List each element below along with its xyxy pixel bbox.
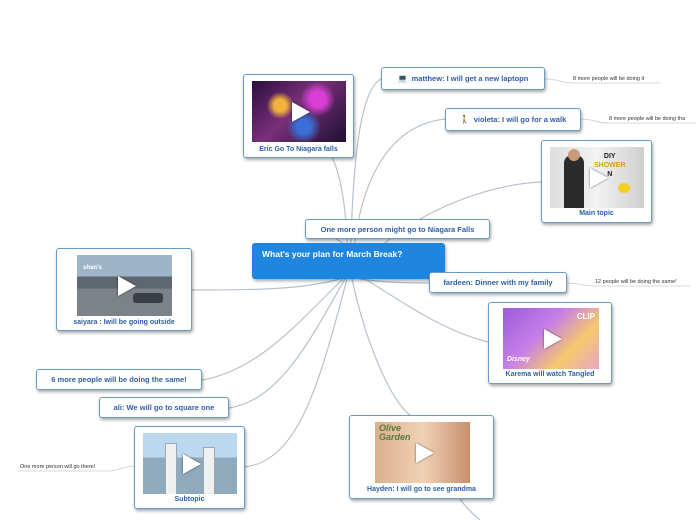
topic-matthew-label: matthew: I will get a new laptopn xyxy=(411,74,529,83)
play-icon xyxy=(292,101,310,122)
central-topic-label: What's your plan for March Break? xyxy=(262,249,403,259)
topic-ali-label: ali: We will go to square one xyxy=(113,403,215,412)
play-icon xyxy=(117,275,136,296)
note-matthew[interactable]: 8 more people will be doing it xyxy=(573,76,645,82)
store-sign-text: shan's xyxy=(83,265,102,271)
topic-subtopic-card[interactable]: Subtopic xyxy=(134,426,245,509)
topic-six-more-label: 6 more people will be doing the same! xyxy=(51,375,187,384)
topic-karema-card[interactable]: CLIP Disney Karema will watch Tangled xyxy=(488,302,612,384)
topic-fardeen[interactable]: fardeen: Dinner with my family xyxy=(429,272,567,293)
topic-main-card[interactable]: DIY SHOWER N Main topic xyxy=(541,140,652,223)
topic-violeta-label: violeta: I will go for a walk xyxy=(473,115,567,124)
tower-right xyxy=(203,447,215,494)
clip-badge: CLIP xyxy=(576,312,595,321)
topic-karema-label: Karema will watch Tangled xyxy=(505,371,595,378)
topic-matthew[interactable]: 💻 matthew: I will get a new laptopn xyxy=(381,67,545,90)
topic-saiyara-label: saiyara : Iwill be going outside xyxy=(73,319,175,326)
topic-main-label: Main topic xyxy=(579,210,614,217)
presenter-figure xyxy=(564,155,584,208)
rubber-duck-icon xyxy=(618,183,630,193)
play-icon xyxy=(415,442,434,463)
video-thumbnail[interactable]: DIY SHOWER N xyxy=(550,147,644,208)
topic-one-more-niagara-label: One more person might go to Niagara Fall… xyxy=(320,224,475,234)
topic-six-more[interactable]: 6 more people will be doing the same! xyxy=(36,369,202,390)
parked-car xyxy=(133,293,163,303)
play-icon xyxy=(183,453,201,474)
topic-ali[interactable]: ali: We will go to square one xyxy=(99,397,229,418)
note-fardeen[interactable]: 12 people will be doing the same! xyxy=(595,279,677,285)
topic-subtopic-label: Subtopic xyxy=(174,496,205,503)
tower-left xyxy=(165,443,177,494)
video-thumbnail[interactable] xyxy=(252,81,346,142)
topic-eric-label: Eric Go To Niagara falls xyxy=(259,146,338,153)
play-icon xyxy=(590,167,608,188)
topic-hayden-label: Hayden: I will go to see grandma xyxy=(367,486,476,493)
video-thumbnail[interactable]: Olive Garden xyxy=(375,422,470,483)
video-thumbnail[interactable]: CLIP Disney xyxy=(503,308,599,369)
topic-saiyara-card[interactable]: shan's saiyara : Iwill be going outside xyxy=(56,248,192,331)
play-icon xyxy=(544,328,562,349)
topic-one-more-niagara[interactable]: One more person might go to Niagara Fall… xyxy=(305,219,490,239)
topic-hayden-card[interactable]: Olive Garden Hayden: I will go to see gr… xyxy=(349,415,494,499)
video-thumbnail[interactable]: shan's xyxy=(77,255,172,316)
note-violeta[interactable]: 8 more people will be doing tha xyxy=(609,116,686,122)
topic-eric-card[interactable]: Eric Go To Niagara falls xyxy=(243,74,354,158)
video-thumbnail[interactable] xyxy=(143,433,237,494)
walking-person-icon: 🚶 xyxy=(459,115,470,124)
laptop-icon: 💻 xyxy=(397,74,408,83)
olive-garden-sign: Olive Garden xyxy=(379,423,411,442)
presenter-head xyxy=(568,149,580,161)
topic-fardeen-label: fardeen: Dinner with my family xyxy=(443,278,553,287)
disney-logo-text: Disney xyxy=(507,356,530,363)
note-subtopic[interactable]: One more person will go there! xyxy=(20,464,96,470)
topic-violeta[interactable]: 🚶 violeta: I will go for a walk xyxy=(445,108,581,131)
diy-title-text: DIY SHOWER N xyxy=(594,153,626,178)
central-topic[interactable]: What's your plan for March Break? xyxy=(252,243,445,279)
